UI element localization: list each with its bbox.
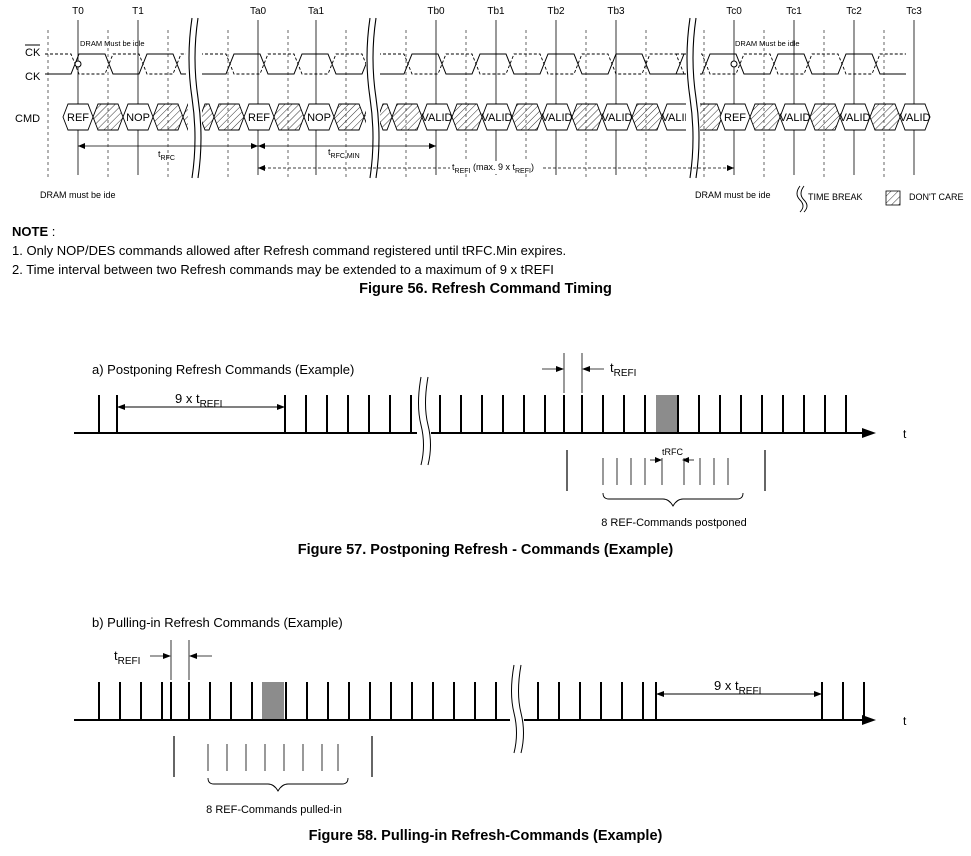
time-label: Tb1 (487, 6, 505, 17)
idle-bottom-label-2: DRAM must be ide (695, 190, 771, 200)
fig58-trefi: tREFI (114, 648, 140, 667)
dont-care-slot (809, 103, 841, 131)
fig58-axis-arrow (862, 715, 876, 725)
note-line-2: 2. Time interval between two Refresh com… (12, 262, 554, 277)
trfcmin-label: tRFC,MIN (328, 147, 360, 160)
command-label: VALID (662, 112, 693, 124)
time-label: Tc1 (786, 6, 802, 17)
time-label: Tb2 (547, 6, 565, 17)
idle-bottom-label-1: DRAM must be ide (40, 190, 116, 200)
dont-care-slot (631, 103, 663, 131)
fig58-nine-trefi: 9 x tREFI (714, 678, 761, 697)
trfc-arrow (78, 143, 258, 149)
command-label: NOP (307, 112, 331, 124)
signal-ck: CK (25, 71, 41, 83)
time-break-icon (686, 17, 700, 179)
fig58-break-icon (511, 664, 524, 754)
idle-marker-2 (730, 60, 738, 68)
command-label: VALID (780, 112, 811, 124)
fig57-brace (602, 492, 744, 507)
fig57-postponed: 8 REF-Commands postponed (601, 517, 747, 529)
command-label: VALID (422, 112, 453, 124)
ck-waveform (45, 53, 906, 75)
dont-care-slot (377, 103, 393, 131)
dont-care-slot (92, 103, 124, 131)
dont-care-slot (273, 103, 305, 131)
dont-care-slot (749, 103, 781, 131)
command-label: REF (67, 112, 89, 124)
time-label: Tb3 (607, 6, 625, 17)
fig57-trefi: tREFI (610, 360, 636, 379)
command-label: VALID (840, 112, 871, 124)
idle-marker-1 (74, 60, 82, 68)
dont-care-slot (511, 103, 543, 131)
fig58-title: b) Pulling-in Refresh Commands (Example) (92, 615, 343, 630)
command-label: VALID (482, 112, 513, 124)
note-heading: NOTE (12, 224, 49, 239)
fig58-brace (207, 777, 349, 792)
trefi-label: tREFI (max. 9 x tREFI) (452, 162, 534, 175)
fig57-trfc: tRFC (662, 447, 683, 457)
command-label: NOP (126, 112, 150, 124)
figure-56-caption: Figure 56. Refresh Command Timing (359, 281, 612, 297)
pulling-in-refresh-diagram: b) Pulling-in Refresh Commands (Example)… (74, 615, 907, 816)
time-label: T1 (132, 6, 144, 17)
dont-care-slot (199, 103, 215, 131)
fig58-trefi-arrows (150, 653, 212, 659)
trfcmin-arrow (258, 143, 436, 149)
time-break-icon (188, 17, 202, 179)
signal-ck-bar: CK (25, 47, 41, 59)
time-label: Ta1 (308, 6, 325, 17)
time-break-icon (796, 185, 808, 213)
time-label: Tc2 (846, 6, 862, 17)
dont-care-slot (869, 103, 901, 131)
time-label: Tc3 (906, 6, 922, 17)
fig58-pulled: 8 REF-Commands pulled-in (206, 804, 342, 816)
figure-57-caption: Figure 57. Postponing Refresh - Commands… (297, 542, 674, 558)
dont-care-slot (333, 103, 365, 131)
dont-care-slot (213, 103, 245, 131)
fig57-title: a) Postponing Refresh Commands (Example) (92, 362, 354, 377)
fig58-axis-t: t (903, 714, 907, 728)
dont-care-slot (152, 103, 184, 131)
notes-block: NOTE : 1. Only NOP/DES commands allowed … (12, 222, 566, 279)
note-line-1: 1. Only NOP/DES commands allowed after R… (12, 243, 567, 258)
time-break-icon (366, 17, 380, 179)
time-label: Ta0 (250, 6, 267, 17)
fig57-trfc-arrows (650, 457, 694, 463)
signal-cmd: CMD (15, 113, 40, 125)
refresh-command-timing-diagram: T0 T1 Ta0 Ta1 Tb0 Tb1 Tb2 Tb3 Tc0 Tc1 Tc2 Tc3 CK CK… (15, 6, 964, 213)
dont-care-slot (571, 103, 603, 131)
time-label: Tc0 (726, 6, 742, 17)
note-colon: : (48, 224, 56, 239)
command-label: REF (248, 112, 270, 124)
time-label: T0 (72, 6, 84, 17)
dont-care-slot (451, 103, 483, 131)
idle-top-label-2: DRAM Must be idle (735, 39, 800, 48)
trfc-label: tRFC (158, 149, 175, 162)
time-label: Tb0 (427, 6, 445, 17)
fig57-axis-t: t (903, 427, 907, 441)
figure-58-caption: Figure 58. Pulling-in Refresh-Commands (… (308, 828, 663, 844)
command-label: VALID (542, 112, 573, 124)
fig57-axis-arrow (862, 428, 876, 438)
postponing-refresh-diagram: a) Postponing Refresh Commands (Example)… (74, 353, 907, 529)
fig57-trefi-arrows (542, 366, 604, 372)
dont-care-icon (885, 190, 901, 206)
fig57-nine-trefi-arrow (117, 404, 285, 410)
command-label: REF (724, 112, 746, 124)
ck-bar-waveform (45, 53, 906, 75)
idle-top-label-1: DRAM Must be idle (80, 39, 145, 48)
command-label: VALID (602, 112, 633, 124)
fig57-break-icon (418, 376, 431, 466)
legend-time-break: TIME BREAK (808, 192, 863, 202)
legend-dont-care: DON'T CARE (909, 192, 964, 202)
fig58-nine-trefi-arrow (656, 691, 822, 697)
dont-care-slot (391, 103, 423, 131)
fig57-nine-trefi: 9 x tREFI (175, 391, 222, 410)
command-label: VALID (900, 112, 931, 124)
command-slot (899, 103, 931, 131)
